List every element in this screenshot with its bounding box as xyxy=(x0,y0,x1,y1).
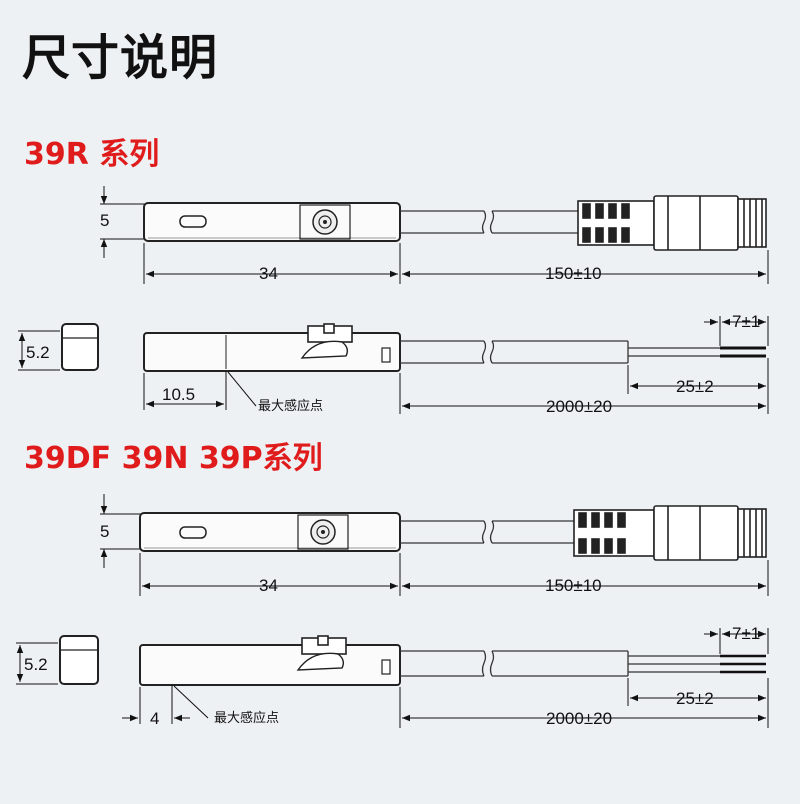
end-cap-a xyxy=(61,323,99,371)
height-label-b: 5 xyxy=(100,522,110,541)
height-label-a: 5 xyxy=(100,211,110,230)
strip-length-label-b: 25±2 xyxy=(676,689,714,708)
sensor-side-a xyxy=(143,323,401,372)
length-dimensions-a xyxy=(143,243,769,284)
cable-a xyxy=(400,210,578,234)
cap-height-dimension-a xyxy=(18,330,60,371)
sensor-wire-view-b xyxy=(16,628,769,728)
height-dimension-a xyxy=(100,186,146,258)
body-length-label-b: 34 xyxy=(259,576,278,595)
sensing-point-note-a: 最大感应点 xyxy=(258,399,324,414)
cable-wire-a xyxy=(400,340,766,364)
sensor-wire-view-a xyxy=(18,316,769,414)
wire-cable-length-label-b: 2000±20 xyxy=(546,709,613,728)
cable-length-label-b: 150±10 xyxy=(545,576,602,595)
sensing-offset-label-a: 10.5 xyxy=(162,385,196,404)
sensing-offset-label-b: 4 xyxy=(150,709,160,728)
sensor-connector-view-a xyxy=(100,186,769,284)
sensor-side-b xyxy=(139,635,401,686)
wire-cable-length-label-a: 2000±20 xyxy=(546,397,613,416)
sensor-body-b xyxy=(139,512,401,552)
m8-connector-a xyxy=(577,195,767,251)
strip-length-label-a: 25±2 xyxy=(676,377,714,396)
cap-height-label-a: 5.2 xyxy=(26,343,50,362)
cable-wire-b xyxy=(400,650,766,677)
length-dimensions-b xyxy=(139,553,769,596)
wire-view-dimensions-b xyxy=(122,628,769,728)
cap-height-label-b: 5.2 xyxy=(24,655,48,674)
cable-b xyxy=(400,520,574,544)
section-heading-39r: 39R 系列 xyxy=(24,137,160,172)
cable-length-label-a: 150±10 xyxy=(545,264,602,283)
end-cap-b xyxy=(59,635,99,685)
wire-view-dimensions-a xyxy=(143,316,769,414)
section-heading-39df-39n-39p: 39DF 39N 39P系列 xyxy=(24,441,323,476)
height-dimension-b xyxy=(100,494,146,568)
tip-length-label-a: 7±1 xyxy=(732,312,761,331)
m8-connector-b xyxy=(573,505,767,561)
tip-length-label-b: 7±1 xyxy=(732,624,761,643)
page-title: 尺寸说明 xyxy=(22,30,219,86)
body-length-label-a: 34 xyxy=(259,264,278,283)
sensor-connector-view-b xyxy=(100,494,769,596)
cap-height-dimension-b xyxy=(16,642,58,685)
sensor-body-a xyxy=(143,202,401,242)
sensing-point-note-b: 最大感应点 xyxy=(214,711,280,726)
